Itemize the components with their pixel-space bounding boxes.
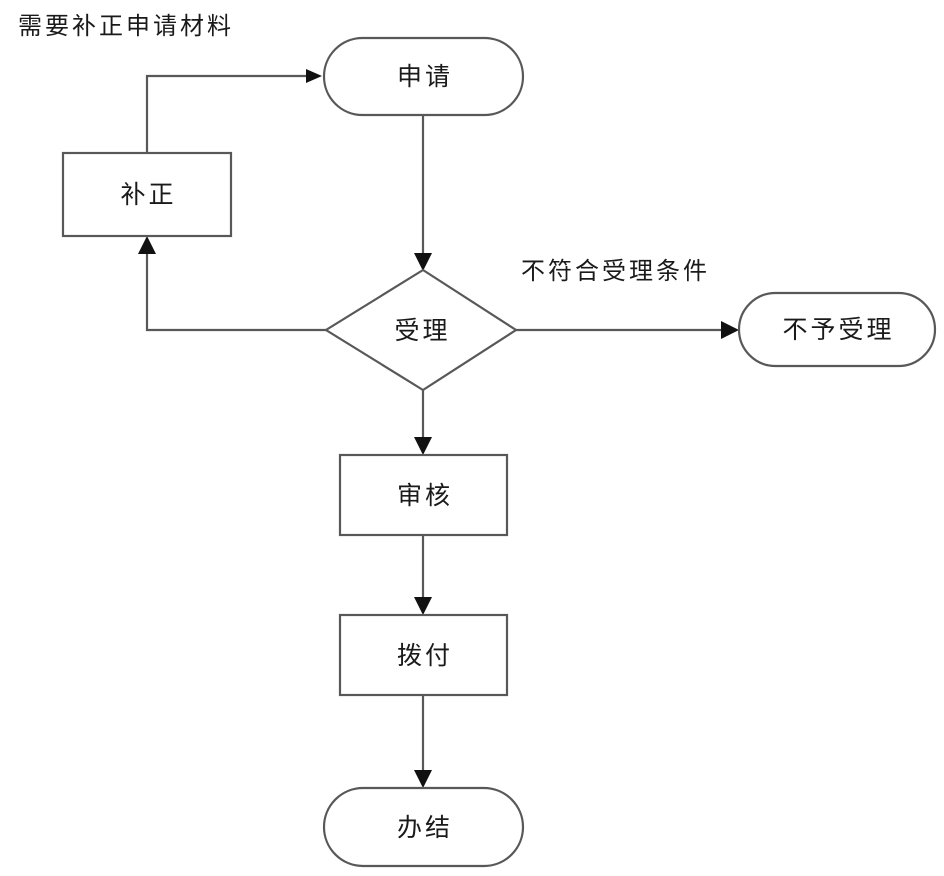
edge-line-accept-supplement — [145, 245, 326, 332]
edge-apply-to-accept — [414, 114, 432, 271]
edge-disburse-to-complete — [414, 695, 432, 788]
edge-accept-to-review — [414, 390, 432, 455]
edge-review-to-disburse — [414, 535, 432, 615]
arrowhead-accept-review — [414, 437, 432, 455]
node-hit-complete[interactable] — [324, 788, 523, 866]
arrowhead-disburse-complete — [414, 770, 432, 788]
edge-label-not-eligible: 不符合受理条件 — [521, 257, 710, 285]
edge-label-need-supplement: 需要补正申请材料 — [18, 12, 234, 40]
node-supplement[interactable] — [61, 151, 233, 238]
arrowhead-accept-supplement — [138, 236, 156, 254]
arrowhead-apply-accept — [414, 253, 432, 271]
node-hit-supplement[interactable] — [63, 153, 231, 236]
arrowhead-accept-reject — [721, 321, 739, 339]
node-accept[interactable] — [323, 268, 519, 392]
arrowhead-supplement-apply — [306, 69, 322, 83]
node-disburse[interactable] — [338, 613, 509, 697]
node-hit-review[interactable] — [340, 455, 507, 535]
node-review[interactable] — [338, 453, 509, 537]
edge-accept-to-reject — [516, 321, 739, 339]
node-reject[interactable] — [737, 291, 937, 368]
edge-line-supplement-apply — [145, 74, 314, 153]
arrowhead-review-disburse — [414, 597, 432, 615]
node-hit-reject[interactable] — [739, 293, 935, 366]
node-hit-disburse[interactable] — [340, 615, 507, 695]
node-apply[interactable] — [322, 36, 525, 117]
node-hit-accept[interactable] — [326, 270, 516, 390]
edge-accept-to-supplement — [138, 236, 326, 332]
node-hit-apply[interactable] — [324, 38, 523, 115]
node-complete[interactable] — [322, 786, 525, 868]
edge-supplement-to-apply — [145, 69, 322, 153]
